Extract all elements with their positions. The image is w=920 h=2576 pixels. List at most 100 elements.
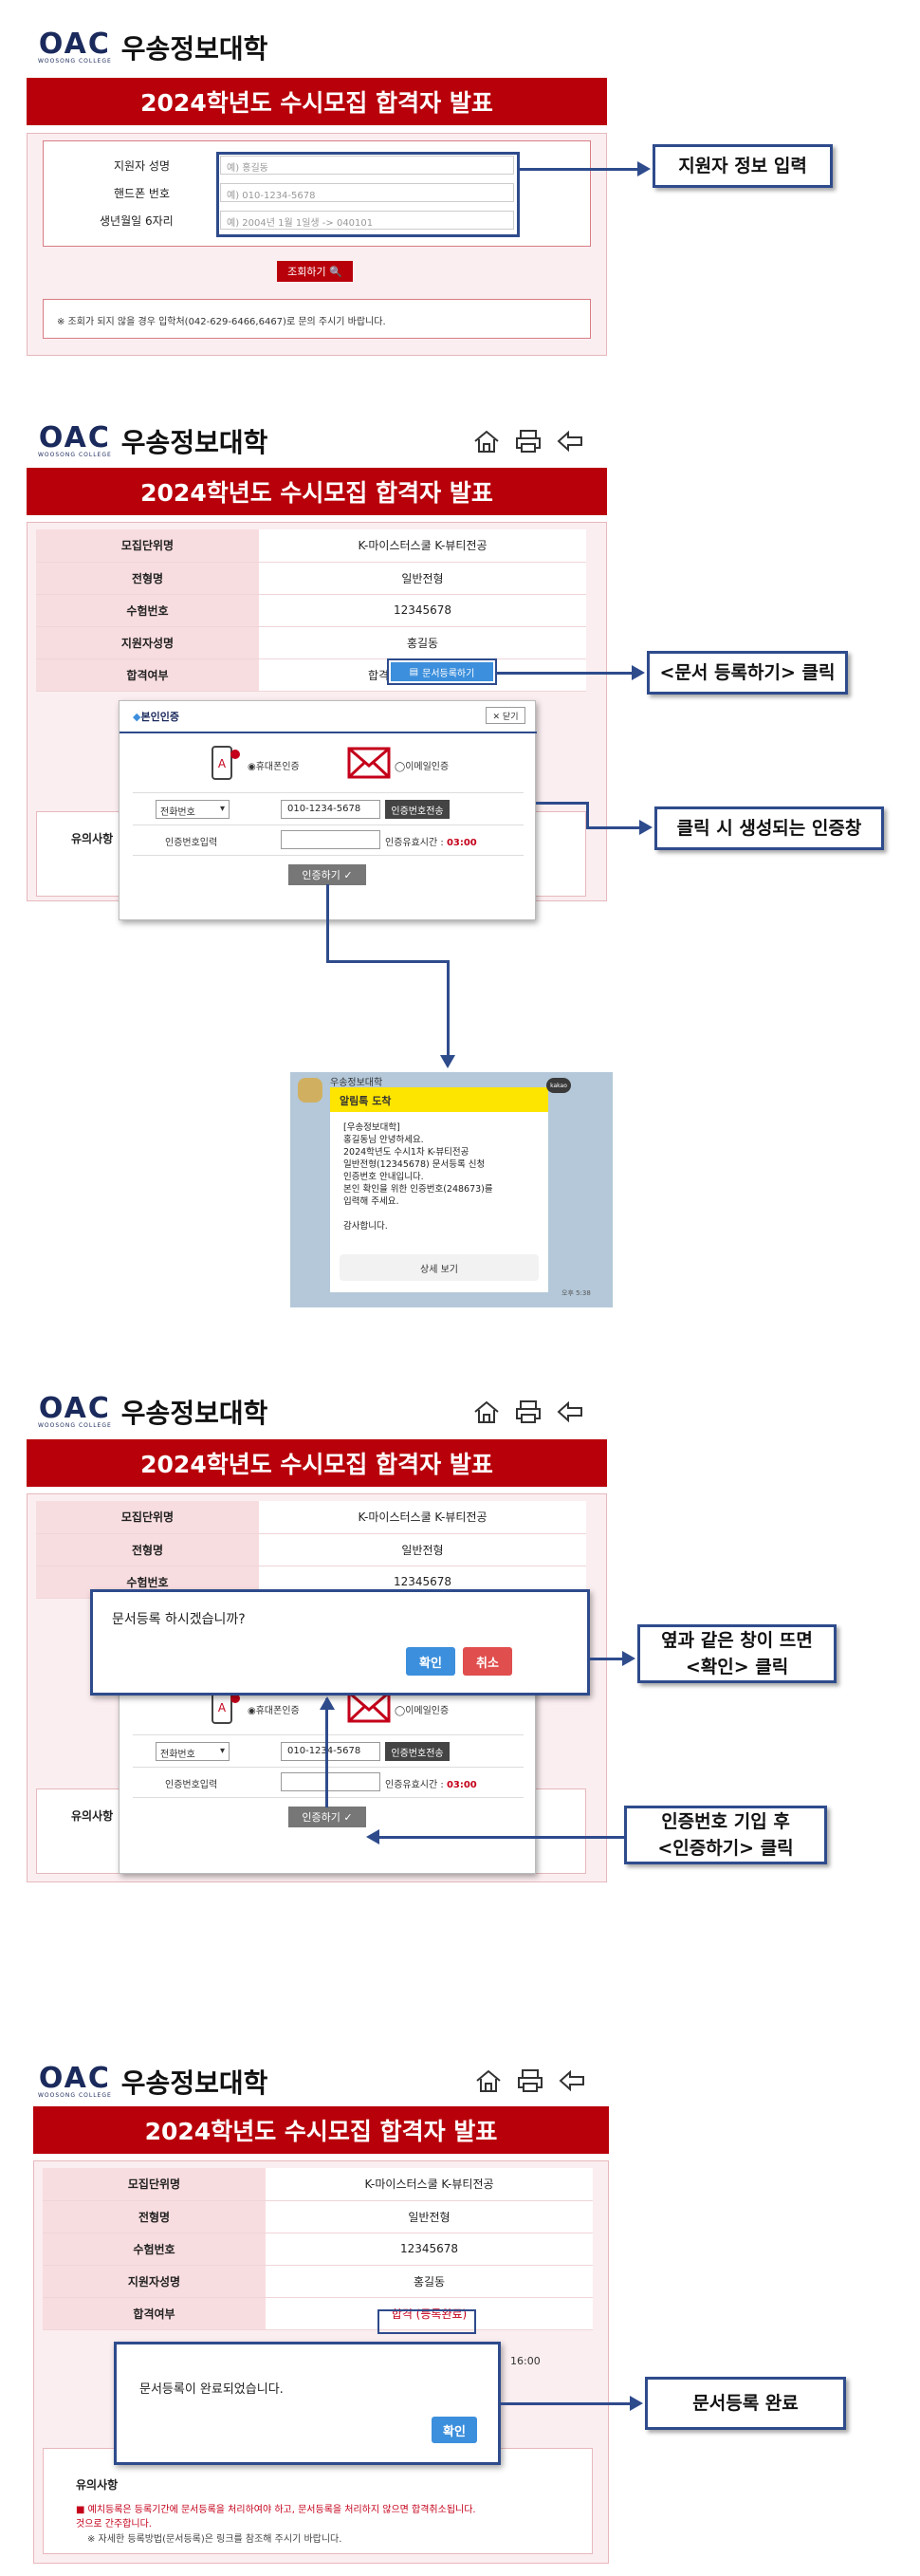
- arrow-4-head: [440, 1055, 455, 1068]
- logo-mark-text-2: OAC: [38, 420, 111, 454]
- arrow-5: [590, 1658, 626, 1660]
- print-icon[interactable]: [514, 429, 543, 454]
- phone-type-select[interactable]: 전화번호▾: [156, 800, 230, 819]
- arrow-6-up: [325, 1698, 328, 1807]
- arrow-8-head: [630, 2396, 643, 2411]
- email-auth-radio[interactable]: ◯이메일인증: [395, 1706, 450, 1716]
- row-value: K-마이스터스쿨 K-뷰티전공: [259, 1501, 586, 1534]
- logo-name-3: 우송정보대학: [120, 1398, 268, 1429]
- row-divider: [133, 855, 524, 856]
- send-code-button[interactable]: 인증번호전송: [385, 1742, 450, 1761]
- callout-done: 문서등록 완료: [645, 2377, 846, 2430]
- arrow-7: [377, 1836, 624, 1839]
- arrow-2-head: [632, 665, 645, 680]
- name-label: 지원자 성명: [114, 159, 171, 173]
- row-key: 모집단위명: [43, 2168, 266, 2201]
- kakao-line: 홍길동님 안녕하세요.: [343, 1135, 424, 1145]
- close-button[interactable]: ✕ 닫기: [486, 707, 525, 724]
- kakao-line: 일반전형(12345678) 문서등록 신청: [343, 1159, 486, 1170]
- kakao-screen: 우송정보대학 알림톡 도착 kakao [우송정보대학] 홍길동님 안녕하세요.…: [290, 1072, 613, 1307]
- confirm-ok-button[interactable]: 확인: [406, 1647, 455, 1676]
- row-value: 일반전형: [266, 2200, 593, 2233]
- home-icon[interactable]: [472, 1399, 501, 1424]
- callout-doc-register: <문서 등록하기> 클릭: [647, 651, 848, 695]
- logo-mark: OAC WOOSONG COLLEGE: [38, 27, 112, 65]
- lookup-notice-box: [43, 299, 591, 339]
- logo-mark-sub-3: WOOSONG COLLEGE: [38, 1421, 112, 1429]
- home-icon[interactable]: [472, 429, 501, 454]
- logo-name: 우송정보대학: [120, 33, 268, 65]
- highlight-applicant-fields: [216, 152, 520, 237]
- college-logo-4: OAC WOOSONG COLLEGE 우송정보대학: [38, 2063, 267, 2101]
- confirm-cancel-button[interactable]: 취소: [463, 1647, 512, 1676]
- logo-mark-4: OAC WOOSONG COLLEGE: [38, 2061, 112, 2099]
- notice-title-4: 유의사항: [76, 2478, 119, 2492]
- back-icon[interactable]: [556, 1399, 584, 1424]
- top-icons-3: [472, 1399, 584, 1424]
- row-key: 수험번호: [36, 594, 259, 627]
- back-icon[interactable]: [556, 429, 584, 454]
- birth-input[interactable]: 예) 2004년 1월 1일생 -> 040101: [220, 211, 514, 230]
- arrow-3b: [586, 802, 589, 828]
- phone-auth-radio[interactable]: ◉휴대폰인증: [248, 1706, 300, 1716]
- arrow-8: [501, 2402, 634, 2405]
- callout-confirm: 옆과 같은 창이 뜨면<확인> 클릭: [637, 1624, 837, 1683]
- back-icon[interactable]: [558, 2068, 586, 2093]
- kakao-message: [우송정보대학] 홍길동님 안녕하세요. 2024학년도 수시1차 K-뷰티전공…: [343, 1121, 493, 1232]
- row-key: 전형명: [36, 1533, 259, 1566]
- print-icon[interactable]: [516, 2068, 544, 2093]
- modal-divider: [120, 732, 537, 733]
- row-key: 모집단위명: [36, 1501, 259, 1534]
- chevron-down-icon: ▾: [219, 804, 225, 814]
- phone-number-input[interactable]: 010-1234-5678: [281, 800, 380, 819]
- home-icon[interactable]: [474, 2068, 503, 2093]
- code-input[interactable]: [281, 1772, 380, 1791]
- send-code-button[interactable]: 인증번호전송: [385, 800, 450, 819]
- phone-label: 핸드폰 번호: [114, 187, 171, 200]
- arrow-1: [520, 168, 641, 171]
- done-ok-button[interactable]: 확인: [432, 2417, 477, 2443]
- search-button[interactable]: 조회하기 🔍: [277, 261, 353, 282]
- kakao-detail-button[interactable]: 상세 보기: [340, 1254, 539, 1281]
- doc-register-button[interactable]: ▤문서등록하기: [391, 662, 493, 681]
- time-fragment: 16:00: [510, 2355, 541, 2367]
- phone-auth-radio[interactable]: ◉휴대폰인증: [248, 762, 300, 772]
- email-auth-radio[interactable]: ◯이메일인증: [395, 762, 450, 772]
- row-value: 홍길동: [259, 626, 586, 659]
- logo-mark-text-4: OAC: [38, 2061, 111, 2095]
- print-icon[interactable]: [514, 1399, 543, 1424]
- row-key: 합격여부: [43, 2297, 266, 2330]
- kakao-line: 2024학년도 수시1차 K-뷰티전공: [343, 1147, 469, 1158]
- phone-type-select[interactable]: 전화번호▾: [156, 1742, 230, 1761]
- verify-button[interactable]: 인증하기 ✓: [288, 864, 366, 885]
- done-message: 문서등록이 완료되었습니다.: [139, 2382, 284, 2397]
- code-input[interactable]: [281, 830, 380, 849]
- arrow-4c: [447, 960, 450, 1058]
- verify-button[interactable]: 인증하기 ✓: [288, 1807, 366, 1827]
- kakao-badge: kakao: [546, 1078, 571, 1093]
- done-dialog: 문서등록이 완료되었습니다. 확인: [114, 2342, 501, 2465]
- callout-verify: 인증번호 기입 후<인증하기> 클릭: [624, 1806, 827, 1864]
- logo-mark-text: OAC: [38, 27, 111, 61]
- svg-text:A: A: [218, 1701, 227, 1714]
- doc-register-label: 문서등록하기: [422, 668, 475, 679]
- name-input[interactable]: 예) 홍길동: [220, 156, 514, 175]
- row-divider: [133, 1734, 524, 1735]
- phone-input[interactable]: 예) 010-1234-5678: [220, 183, 514, 202]
- callout-verify-line2: <인증하기> 클릭: [657, 1838, 794, 1859]
- callout-verify-window: 클릭 시 생성되는 인증창: [654, 806, 884, 850]
- arrow-4b: [326, 960, 450, 963]
- kakao-body: [우송정보대학] 홍길동님 안녕하세요. 2024학년도 수시1차 K-뷰티전공…: [330, 1112, 548, 1292]
- notice-line-1b: 것으로 간주합니다.: [76, 2519, 152, 2530]
- phone-number-input[interactable]: 010-1234-5678: [281, 1742, 380, 1761]
- chevron-down-icon: ▾: [219, 1746, 225, 1756]
- page-title-banner-3: 2024학년도 수시모집 합격자 발표: [27, 1439, 607, 1487]
